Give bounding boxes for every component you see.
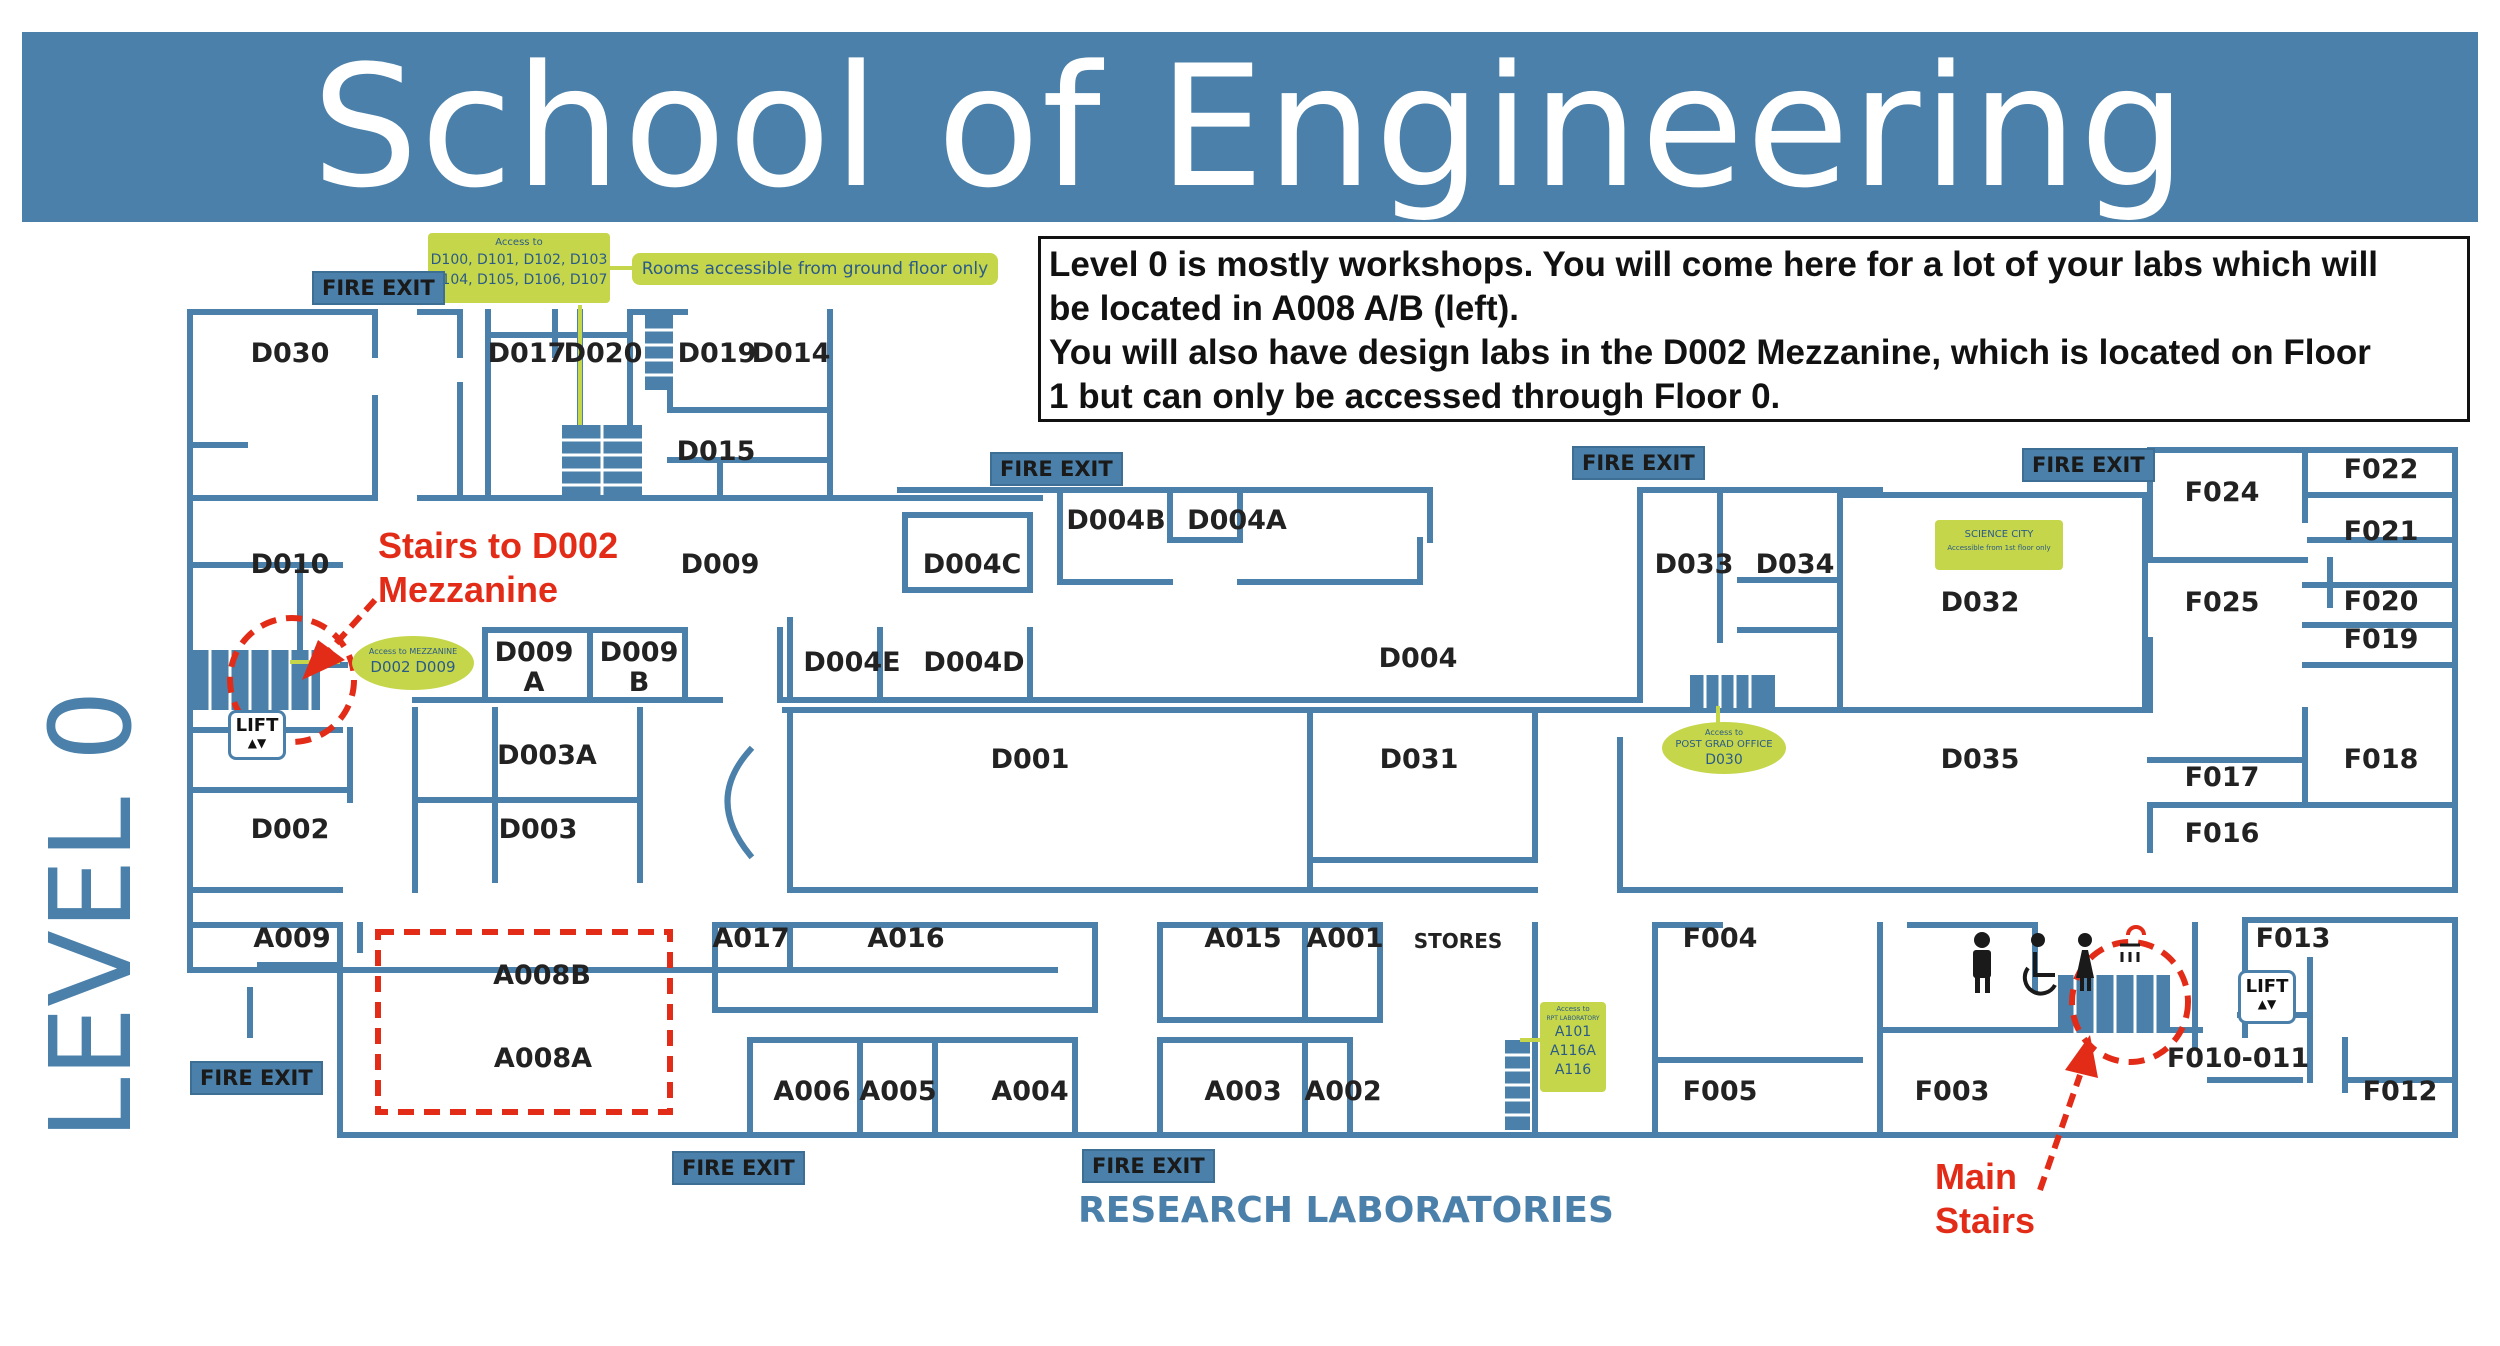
info-line: Level 0 is mostly workshops. You will co… bbox=[1049, 245, 2379, 284]
room-label: D004D bbox=[923, 647, 1025, 678]
room-label: A002 bbox=[1304, 1076, 1382, 1107]
info-line: be located in A008 A/B (left). bbox=[1049, 289, 1519, 328]
research-laboratories-label: RESEARCH LABORATORIES bbox=[1078, 1190, 1614, 1231]
lift-icon: LIFT▲▼ bbox=[228, 710, 286, 760]
room-label: F010-011 bbox=[2166, 1043, 2310, 1074]
room-label: A008B bbox=[493, 960, 591, 991]
room-label: F016 bbox=[2184, 818, 2260, 849]
post-grad-note: Access to POST GRAD OFFICE D030 bbox=[1662, 722, 1786, 774]
a008-highlight bbox=[375, 929, 673, 1115]
info-box: Level 0 is mostly workshops. You will co… bbox=[1038, 236, 2470, 422]
room-label: D001 bbox=[990, 744, 1070, 775]
fire-exit-label: FIRE EXIT bbox=[990, 452, 1123, 486]
room-label: A003 bbox=[1204, 1076, 1282, 1107]
room-label: F019 bbox=[2343, 624, 2419, 655]
room-label: F020 bbox=[2343, 586, 2419, 617]
room-label: A004 bbox=[991, 1076, 1069, 1107]
room-label: A016 bbox=[867, 923, 945, 954]
room-label: F025 bbox=[2184, 587, 2260, 618]
main-stairs-circle bbox=[2069, 939, 2191, 1065]
room-label: F018 bbox=[2343, 744, 2419, 775]
page-title: School of Engineering bbox=[311, 29, 2189, 225]
science-city-note: SCIENCE CITY Accessible from 1st floor o… bbox=[1935, 520, 2063, 570]
room-label: D010 bbox=[250, 549, 330, 580]
room-label: D004E bbox=[803, 647, 901, 678]
info-line: 1 but can only be accessed through Floor… bbox=[1049, 377, 1781, 416]
room-label: D032 bbox=[1940, 587, 2020, 618]
room-label: F004 bbox=[1682, 923, 1758, 954]
fire-exit-label: FIRE EXIT bbox=[2022, 448, 2155, 482]
room-label: D009 bbox=[680, 549, 760, 580]
room-label: D035 bbox=[1940, 744, 2020, 775]
access-d100-note: Access to D100, D101, D102, D103 D104, D… bbox=[428, 233, 610, 303]
level-label: LEVEL 0 bbox=[27, 690, 157, 1140]
room-label: D002 bbox=[250, 814, 330, 845]
info-line: You will also have design labs in the D0… bbox=[1049, 333, 2371, 372]
header-banner: School of Engineering bbox=[22, 32, 2478, 222]
room-label: A005 bbox=[859, 1076, 937, 1107]
room-label: D015 bbox=[676, 436, 756, 467]
room-label: F017 bbox=[2184, 762, 2260, 793]
room-label: F024 bbox=[2184, 477, 2260, 508]
fire-exit-label: FIRE EXIT bbox=[1082, 1149, 1215, 1183]
room-label: A008A bbox=[493, 1043, 593, 1074]
room-label: D034 bbox=[1755, 549, 1835, 580]
room-label: A017 bbox=[712, 923, 790, 954]
room-label: A006 bbox=[773, 1076, 851, 1107]
room-label: D003 bbox=[498, 814, 578, 845]
room-label: D019 bbox=[677, 338, 757, 369]
room-label: F003 bbox=[1914, 1076, 1990, 1107]
room-label: D004B bbox=[1066, 505, 1166, 536]
room-label: D004C bbox=[922, 549, 1022, 580]
room-label: D031 bbox=[1379, 744, 1459, 775]
mezzanine-note: Access to MEZZANINE D002 D009 bbox=[352, 636, 474, 690]
fire-exit-label: FIRE EXIT bbox=[312, 271, 445, 305]
room-label: D004A bbox=[1187, 505, 1287, 536]
rpt-lab-note: Access to RPT LABORATORY A101 A116A A116 bbox=[1540, 1002, 1606, 1092]
stairs-d002-callout: Stairs to D002 Mezzanine bbox=[378, 525, 619, 610]
mezzanine-stairs-circle bbox=[227, 615, 357, 745]
ground-floor-note: Rooms accessible from ground floor only bbox=[632, 253, 998, 285]
room-label: D014 bbox=[751, 338, 831, 369]
room-label: D033 bbox=[1654, 549, 1734, 580]
room-label: D017 bbox=[487, 338, 567, 369]
fire-exit-label: FIRE EXIT bbox=[190, 1061, 323, 1095]
room-label: F005 bbox=[1682, 1076, 1758, 1107]
room-label: A009 bbox=[253, 923, 331, 954]
room-label: F022 bbox=[2343, 454, 2419, 485]
room-label: D003A bbox=[497, 740, 597, 771]
room-label: F012 bbox=[2362, 1076, 2438, 1107]
fire-exit-label: FIRE EXIT bbox=[672, 1151, 805, 1185]
room-label: A015 bbox=[1204, 923, 1282, 954]
main-stairs-callout: Main Stairs bbox=[1935, 1156, 2036, 1241]
lift-icon: LIFT▲▼ bbox=[2238, 970, 2296, 1024]
room-label: F021 bbox=[2343, 516, 2419, 547]
room-label: D004 bbox=[1378, 643, 1458, 674]
room-label: STORES bbox=[1413, 929, 1503, 953]
room-label: D030 bbox=[250, 338, 330, 369]
room-label: A001 bbox=[1306, 923, 1384, 954]
room-label: D020 bbox=[563, 338, 643, 369]
room-label: F013 bbox=[2255, 923, 2331, 954]
fire-exit-label: FIRE EXIT bbox=[1572, 446, 1705, 480]
